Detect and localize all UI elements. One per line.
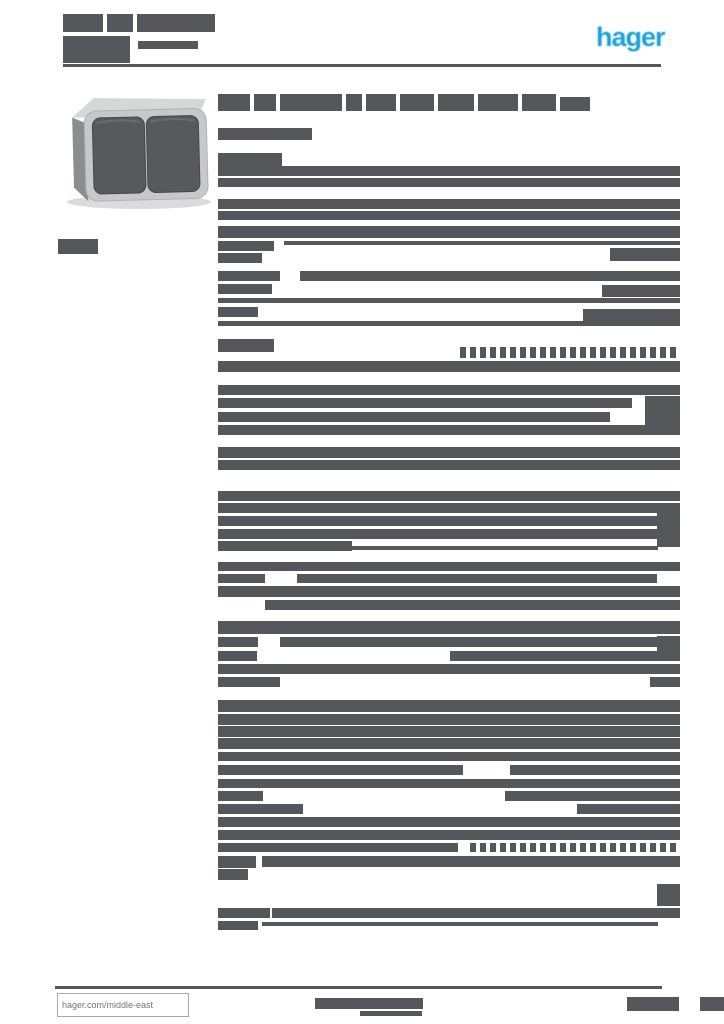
redacted-text-bar [450,651,680,661]
redacted-text-bar [657,884,680,906]
redacted-text-bar [218,385,680,395]
redacted-text-bar [218,562,680,571]
redacted-text-bar [218,856,256,868]
redacted-text-bar [63,36,130,63]
redacted-text-bar [218,211,680,220]
footer-link[interactable]: hager.com/middle-east [57,993,189,1017]
hager-logo: hager [596,22,666,52]
redacted-text-bar [218,830,680,840]
redacted-text-bar [478,94,518,111]
redacted-text-bar [583,309,680,321]
redacted-text-bar [218,651,257,661]
redacted-text-bar [218,586,680,597]
redacted-text-bar [262,922,658,926]
redacted-text-bar [560,97,590,111]
redacted-text-bar [610,248,680,261]
redacted-text-bar [218,765,463,775]
redacted-text-bar [470,843,680,852]
redacted-text-bar [284,241,680,245]
redacted-text-bar [272,908,680,918]
redacted-text-bar [218,298,680,303]
redacted-text-bar [254,94,276,111]
redacted-text-bar [262,856,680,867]
redacted-text-bar [280,637,657,647]
redacted-text-bar [218,574,265,583]
redacted-text-bar [218,412,610,422]
redacted-text-bar [645,396,680,429]
redacted-text-bar [218,529,680,539]
redacted-text-bar [218,726,680,737]
redacted-text-bar [218,869,248,880]
redacted-text-bar [58,239,98,254]
redacted-text-bar [218,738,680,749]
redacted-text-bar [218,361,680,372]
redacted-text-bar [218,677,280,687]
redacted-text-bar [218,226,680,238]
redacted-text-bar [218,541,352,551]
redacted-text-bar [218,253,262,263]
redacted-text-bar [218,284,272,294]
redacted-text-bar [218,321,680,326]
redacted-text-bar [300,271,680,281]
redacted-text-bar [522,94,556,111]
redacted-text-bar [63,64,661,67]
redacted-text-bar [218,94,250,111]
redacted-text-bar [346,94,362,111]
redacted-text-bar [218,425,680,435]
redacted-text-bar [218,199,680,209]
redacted-text-bar [265,600,680,610]
redacted-text-bar [510,765,680,775]
redacted-text-bar [218,664,680,674]
redacted-text-bar [55,986,662,989]
redacted-text-bar [218,791,263,801]
redacted-text-bar [218,700,680,712]
redacted-text-bar [218,128,312,140]
redacted-text-bar [627,997,679,1011]
redacted-text-bar [218,271,280,281]
redacted-text-bar [438,94,474,111]
redacted-text-bar [218,398,632,408]
redacted-text-bar [366,94,396,111]
redacted-text-bar [577,804,680,814]
redacted-text-bar [602,285,680,297]
redacted-text-bar [218,621,680,634]
redacted-text-bar [657,503,680,547]
redacted-text-bar [218,817,680,827]
redacted-text-bar [218,178,680,187]
redacted-text-bar [218,843,458,852]
redacted-text-bar [352,546,658,550]
redacted-text-bar [218,714,680,725]
redacted-text-bar [218,447,680,458]
redacted-text-bar [218,908,270,918]
redacted-text-bar [297,574,657,583]
redacted-text-bar [218,752,680,761]
redacted-text-bar [400,94,434,111]
redacted-text-bar [218,166,680,176]
redacted-text-bar [315,998,423,1009]
redacted-text-bar [218,503,680,513]
redacted-text-bar [63,14,103,32]
redacted-text-bar [137,14,215,32]
redacted-text-bar [138,41,198,49]
redacted-text-bar [218,491,680,501]
redacted-text-bar [218,921,258,930]
redacted-text-bar [218,516,658,526]
redacted-text-bar [218,460,680,470]
product-image [67,98,211,209]
redacted-text-bar [107,14,133,32]
redacted-text-bar [218,241,274,251]
redacted-text-bar [218,339,274,352]
redacted-text-bar [650,677,680,687]
redacted-text-bar [218,307,258,317]
redacted-text-bar [700,997,724,1011]
redacted-text-bar [280,94,342,111]
redacted-text-bar [218,779,680,788]
redacted-text-bar [218,153,282,166]
redacted-text-bar [218,637,258,647]
redacted-text-bar [505,791,680,801]
redacted-text-bar [460,347,680,358]
redacted-text-bar [360,1011,422,1016]
redacted-text-bar [218,804,303,814]
